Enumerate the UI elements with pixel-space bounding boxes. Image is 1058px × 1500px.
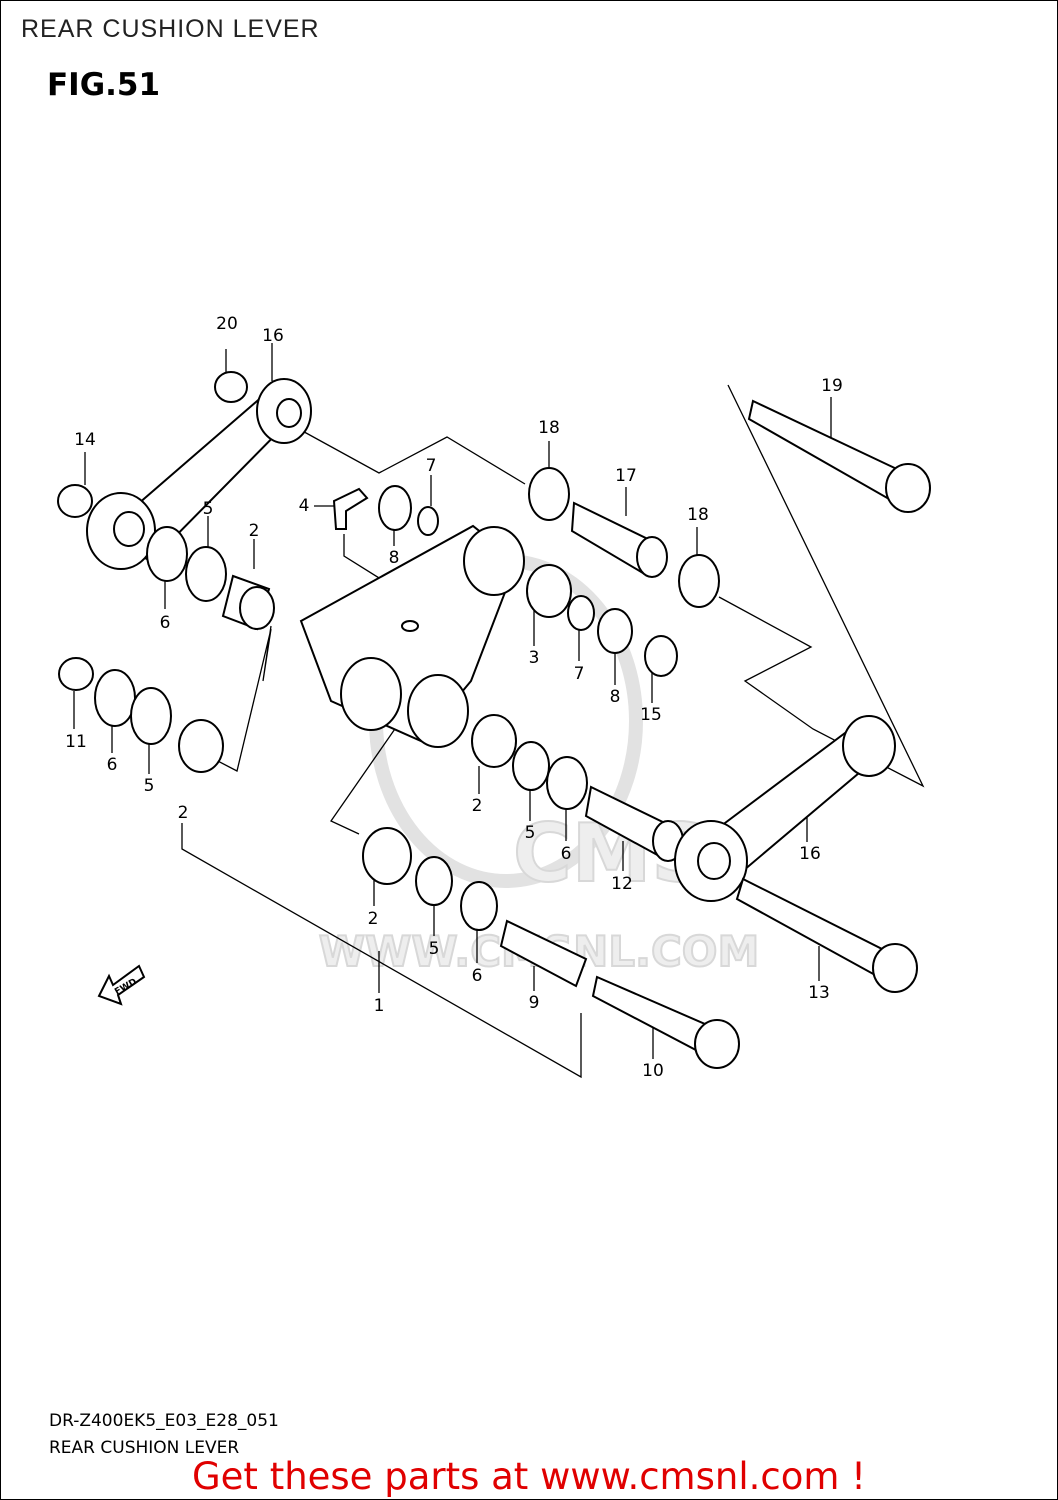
callout-8: 8 bbox=[389, 548, 400, 568]
callout-16: 16 bbox=[799, 844, 821, 864]
callout-19: 19 bbox=[821, 376, 843, 396]
callout-16: 16 bbox=[262, 326, 284, 346]
leader-lines bbox=[73, 343, 925, 1079]
callout-18: 18 bbox=[538, 418, 560, 438]
callout-2: 2 bbox=[368, 909, 379, 929]
callout-8: 8 bbox=[610, 687, 621, 707]
callout-6: 6 bbox=[561, 844, 572, 864]
figure-label: FIG.51 bbox=[47, 67, 161, 103]
part-shapes: FWD bbox=[57, 371, 931, 1069]
callout-numbers: 2016147418171918852637815116522561216256… bbox=[65, 314, 843, 1081]
callout-6: 6 bbox=[472, 966, 483, 986]
callout-20: 20 bbox=[216, 314, 238, 334]
callout-11: 11 bbox=[65, 732, 87, 752]
fwd-arrow-icon bbox=[97, 964, 146, 1006]
callout-15: 15 bbox=[640, 705, 662, 725]
callout-2: 2 bbox=[472, 796, 483, 816]
callout-5: 5 bbox=[144, 776, 155, 796]
callout-10: 10 bbox=[642, 1061, 664, 1081]
callout-2: 2 bbox=[178, 803, 189, 823]
callout-1: 1 bbox=[374, 996, 385, 1016]
callout-7: 7 bbox=[574, 664, 585, 684]
callout-17: 17 bbox=[615, 466, 637, 486]
callout-13: 13 bbox=[808, 983, 830, 1003]
callout-14: 14 bbox=[74, 430, 96, 450]
callout-5: 5 bbox=[525, 823, 536, 843]
callout-6: 6 bbox=[160, 613, 171, 633]
callout-5: 5 bbox=[203, 499, 214, 519]
callout-12: 12 bbox=[611, 874, 633, 894]
exploded-view-diagram: CMS WWW.CMSNL.COM bbox=[57, 314, 931, 1081]
callout-2: 2 bbox=[249, 521, 260, 541]
callout-18: 18 bbox=[687, 505, 709, 525]
page-title: REAR CUSHION LEVER bbox=[21, 15, 320, 43]
callout-4: 4 bbox=[299, 496, 310, 516]
model-code: DR-Z400EK5_E03_E28_051 bbox=[49, 1411, 279, 1431]
footer-caption: REAR CUSHION LEVER bbox=[49, 1438, 240, 1458]
callout-9: 9 bbox=[529, 993, 540, 1013]
callout-6: 6 bbox=[107, 755, 118, 775]
callout-5: 5 bbox=[429, 939, 440, 959]
buy-parts-link[interactable]: Get these parts at www.cmsnl.com ! bbox=[191, 1455, 866, 1498]
callout-3: 3 bbox=[529, 648, 540, 668]
callout-7: 7 bbox=[426, 456, 437, 476]
